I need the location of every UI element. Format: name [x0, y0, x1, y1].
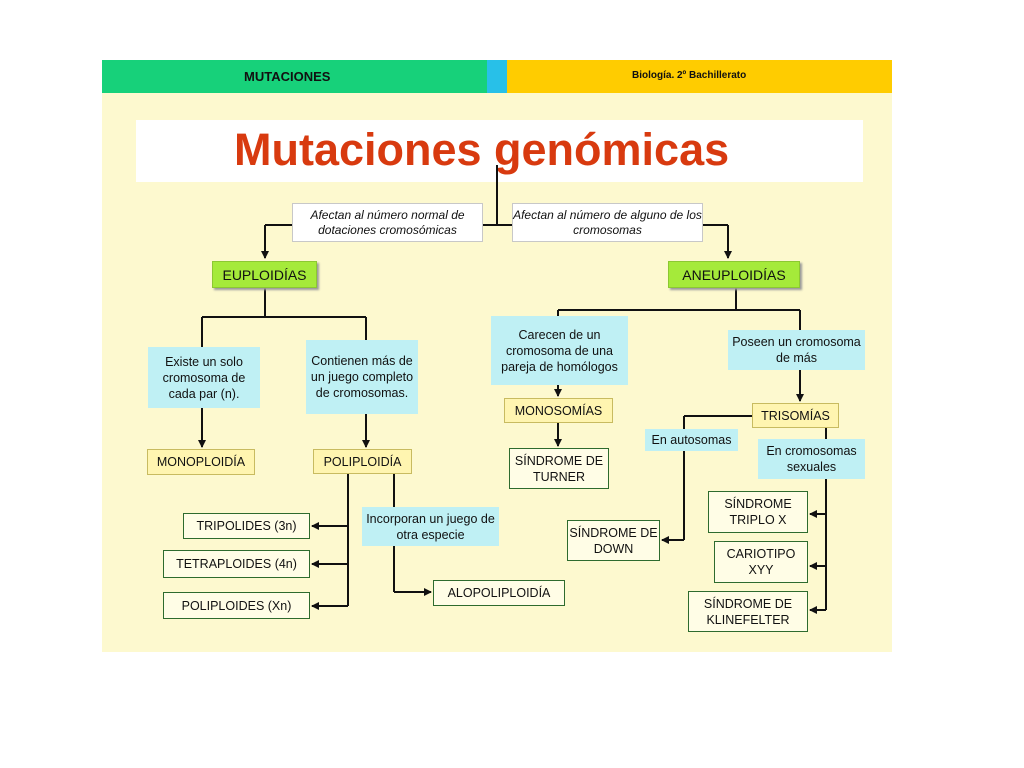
triplo-x-box: SÍNDROME TRIPLO X	[708, 491, 808, 533]
tetraploides-label: TETRAPLOIDES (4n)	[176, 557, 297, 571]
header-divider-bar	[487, 60, 507, 93]
euploidias-box: EUPLOIDÍAS	[212, 261, 317, 288]
autosomas-label: En autosomas	[651, 433, 732, 447]
monosomias-box: MONOSOMÍAS	[504, 398, 613, 423]
other-species-desc-box: Incorporan un juego de otra especie	[362, 507, 499, 546]
lack-chromosome-desc-text: Carecen de un cromosoma de una pareja de…	[501, 327, 618, 374]
poliploidia-label: POLIPLOIDÍA	[323, 454, 402, 469]
lack-chromosome-desc-box: Carecen de un cromosoma de una pareja de…	[491, 316, 628, 385]
klinefelter-box: SÍNDROME DE KLINEFELTER	[688, 591, 808, 632]
monoploidia-label: MONOPLOIDÍA	[156, 455, 246, 469]
left-criterion-text: Afectan al número normal de dotaciones c…	[310, 207, 465, 237]
down-syndrome-box: SÍNDROME DE DOWN	[567, 520, 660, 561]
header-right-bar: Biología. 2º Bachillerato	[507, 60, 892, 93]
turner-syndrome-label: SÍNDROME DE TURNER	[514, 453, 604, 484]
page-title: Mutaciones genómicas	[234, 124, 730, 175]
sex-chromosomes-label: En cromosomas sexuales	[766, 444, 857, 474]
single-set-desc-box: Existe un solo cromosoma de cada par (n)…	[148, 347, 260, 408]
alopoliploidia-label: ALOPOLIPLOIDÍA	[447, 586, 551, 600]
extra-chromosome-desc-text: Poseen un cromosoma de más	[732, 335, 861, 365]
tripolides-label: TRIPOLIDES (3n)	[196, 519, 297, 533]
header-left-title: MUTACIONES	[244, 69, 331, 84]
trisomias-box: TRISOMÍAS	[752, 403, 839, 428]
monoploidia-box: MONOPLOIDÍA	[147, 449, 255, 475]
header-right-title: Biología. 2º Bachillerato	[632, 70, 747, 81]
turner-syndrome-box: SÍNDROME DE TURNER	[509, 448, 609, 489]
aneuploidias-box: ANEUPLOIDÍAS	[668, 261, 800, 288]
down-syndrome-label: SÍNDROME DE DOWN	[569, 525, 658, 556]
other-species-desc-text: Incorporan un juego de otra especie	[366, 511, 495, 542]
monosomias-label: MONOSOMÍAS	[514, 403, 603, 418]
tetraploides-box: TETRAPLOIDES (4n)	[163, 550, 310, 578]
klinefelter-label: SÍNDROME DE KLINEFELTER	[703, 596, 793, 627]
triplo-x-label: SÍNDROME TRIPLO X	[724, 497, 792, 527]
poliploides-label: POLIPLOIDES (Xn)	[181, 598, 292, 613]
xyy-box: CARIOTIPO XYY	[714, 541, 808, 583]
right-criterion-box: Afectan al número de alguno de los cromo…	[512, 203, 703, 242]
poliploidia-box: POLIPLOIDÍA	[313, 449, 412, 474]
multi-set-desc-box: Contienen más de un juego completo de cr…	[306, 340, 418, 414]
alopoliploidia-box: ALOPOLIPLOIDÍA	[433, 580, 565, 606]
tripolides-box: TRIPOLIDES (3n)	[183, 513, 310, 539]
trisomias-label: TRISOMÍAS	[761, 408, 830, 423]
autosomas-box: En autosomas	[645, 429, 738, 451]
title-box: Mutaciones genómicas	[136, 120, 863, 182]
single-set-desc-text: Existe un solo cromosoma de cada par (n)…	[162, 354, 246, 401]
left-criterion-box: Afectan al número normal de dotaciones c…	[292, 203, 483, 242]
right-criterion-text: Afectan al número de alguno de los cromo…	[513, 207, 702, 237]
header-left-bar: MUTACIONES	[102, 60, 487, 93]
extra-chromosome-desc-box: Poseen un cromosoma de más	[728, 330, 865, 370]
multi-set-desc-text: Contienen más de un juego completo de cr…	[310, 354, 414, 400]
sex-chromosomes-box: En cromosomas sexuales	[758, 439, 865, 479]
euploidias-label: EUPLOIDÍAS	[222, 266, 307, 283]
poliploides-box: POLIPLOIDES (Xn)	[163, 592, 310, 619]
aneuploidias-label: ANEUPLOIDÍAS	[682, 266, 786, 283]
xyy-label: CARIOTIPO XYY	[726, 547, 796, 577]
